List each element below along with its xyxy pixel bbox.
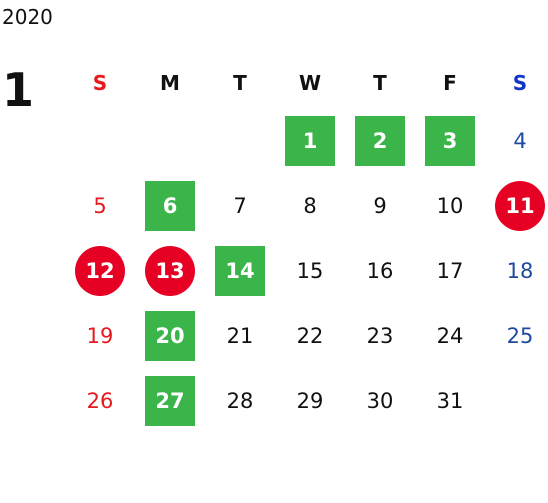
- week-row: 19 20 21 22 23 24 25: [65, 303, 548, 368]
- day-number: 22: [296, 323, 324, 348]
- weekday-friday: F: [443, 71, 457, 95]
- day-cell[interactable]: 1: [275, 108, 345, 173]
- day-cell[interactable]: 27: [135, 368, 205, 433]
- day-cell[interactable]: 8: [275, 173, 345, 238]
- day-number: 20: [145, 310, 195, 361]
- week-row: 26 27 28 29 30 31: [65, 368, 548, 433]
- day-number: 15: [296, 258, 324, 283]
- day-number: 30: [366, 388, 394, 413]
- day-cell[interactable]: 9: [345, 173, 415, 238]
- day-number: 11: [495, 180, 545, 231]
- day-number: 16: [366, 258, 394, 283]
- day-cell[interactable]: 28: [205, 368, 275, 433]
- day-cell[interactable]: 24: [415, 303, 485, 368]
- day-cell[interactable]: 29: [275, 368, 345, 433]
- day-cell[interactable]: 30: [345, 368, 415, 433]
- day-number: 1: [285, 115, 335, 166]
- day-cell[interactable]: 26: [65, 368, 135, 433]
- day-number: 2: [355, 115, 405, 166]
- day-cell[interactable]: 31: [415, 368, 485, 433]
- day-cell[interactable]: 4: [485, 108, 548, 173]
- week-row: 5 6 7 8 9 10 11: [65, 173, 548, 238]
- day-cell[interactable]: 14: [205, 238, 275, 303]
- day-number: 8: [303, 193, 317, 218]
- weekday-wednesday: W: [298, 71, 322, 95]
- month-number: 1: [2, 63, 35, 117]
- day-cell: [485, 368, 548, 433]
- day-cell[interactable]: 22: [275, 303, 345, 368]
- day-number: 9: [373, 193, 387, 218]
- day-number: 5: [93, 193, 107, 218]
- day-number: 26: [86, 388, 114, 413]
- day-number: 13: [145, 245, 195, 296]
- day-number: 4: [513, 128, 527, 153]
- day-cell[interactable]: 18: [485, 238, 548, 303]
- week-row: 12 13 14 15 16 17 18: [65, 238, 548, 303]
- day-cell[interactable]: 6: [135, 173, 205, 238]
- day-cell: [135, 108, 205, 173]
- day-number: 10: [436, 193, 464, 218]
- day-number: 21: [226, 323, 254, 348]
- day-number: 17: [436, 258, 464, 283]
- day-number: 28: [226, 388, 254, 413]
- day-number: 6: [145, 180, 195, 231]
- day-cell[interactable]: 25: [485, 303, 548, 368]
- day-number: 25: [506, 323, 534, 348]
- day-cell[interactable]: 10: [415, 173, 485, 238]
- day-cell: [205, 108, 275, 173]
- day-number: 31: [436, 388, 464, 413]
- day-cell[interactable]: 20: [135, 303, 205, 368]
- weekday-header-row: S M T W T F S: [65, 58, 548, 108]
- day-cell[interactable]: 13: [135, 238, 205, 303]
- day-cell[interactable]: 7: [205, 173, 275, 238]
- day-cell[interactable]: 23: [345, 303, 415, 368]
- day-number: 29: [296, 388, 324, 413]
- day-cell[interactable]: 21: [205, 303, 275, 368]
- day-cell[interactable]: 15: [275, 238, 345, 303]
- day-number: 14: [215, 245, 265, 296]
- day-cell[interactable]: 19: [65, 303, 135, 368]
- day-cell[interactable]: 5: [65, 173, 135, 238]
- day-cell[interactable]: 3: [415, 108, 485, 173]
- weekday-saturday: S: [512, 71, 528, 95]
- weekday-thursday: T: [373, 71, 387, 95]
- day-number: 7: [233, 193, 247, 218]
- weekday-monday: M: [160, 71, 180, 95]
- day-cell[interactable]: 17: [415, 238, 485, 303]
- day-cell: [65, 108, 135, 173]
- day-cell[interactable]: 11: [485, 173, 548, 238]
- weekday-sunday: S: [92, 71, 108, 95]
- day-cell[interactable]: 12: [65, 238, 135, 303]
- day-number: 23: [366, 323, 394, 348]
- day-cell[interactable]: 2: [345, 108, 415, 173]
- weekday-tuesday: T: [233, 71, 247, 95]
- day-number: 3: [425, 115, 475, 166]
- day-cell[interactable]: 16: [345, 238, 415, 303]
- day-number: 27: [145, 375, 195, 426]
- day-number: 18: [506, 258, 534, 283]
- day-number: 24: [436, 323, 464, 348]
- day-number: 19: [86, 323, 114, 348]
- day-number: 12: [75, 245, 125, 296]
- year-label: 2020: [2, 5, 53, 29]
